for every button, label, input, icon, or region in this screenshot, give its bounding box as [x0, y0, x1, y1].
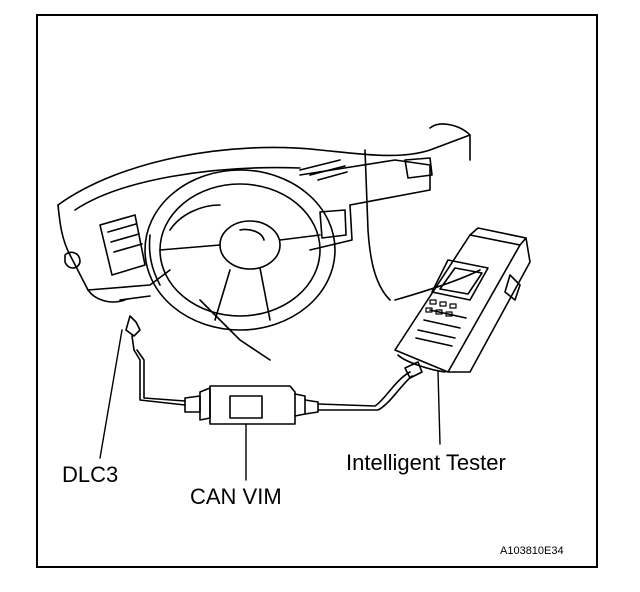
tester-cable	[317, 361, 423, 411]
intelligent-tester-label: Intelligent Tester	[346, 450, 506, 475]
can-vim-label: CAN VIM	[190, 484, 282, 509]
intelligent-tester-device	[394, 227, 531, 373]
leader-lines	[99, 329, 441, 481]
steering-wheel-drawing	[144, 169, 336, 361]
dashboard-drawing	[57, 123, 481, 303]
figure-code-label: A103810E34	[500, 545, 564, 557]
dlc3-label: DLC3	[62, 462, 119, 487]
figure-frame	[36, 14, 598, 568]
dlc3-cable	[125, 315, 186, 406]
can-vim-device	[184, 385, 319, 425]
